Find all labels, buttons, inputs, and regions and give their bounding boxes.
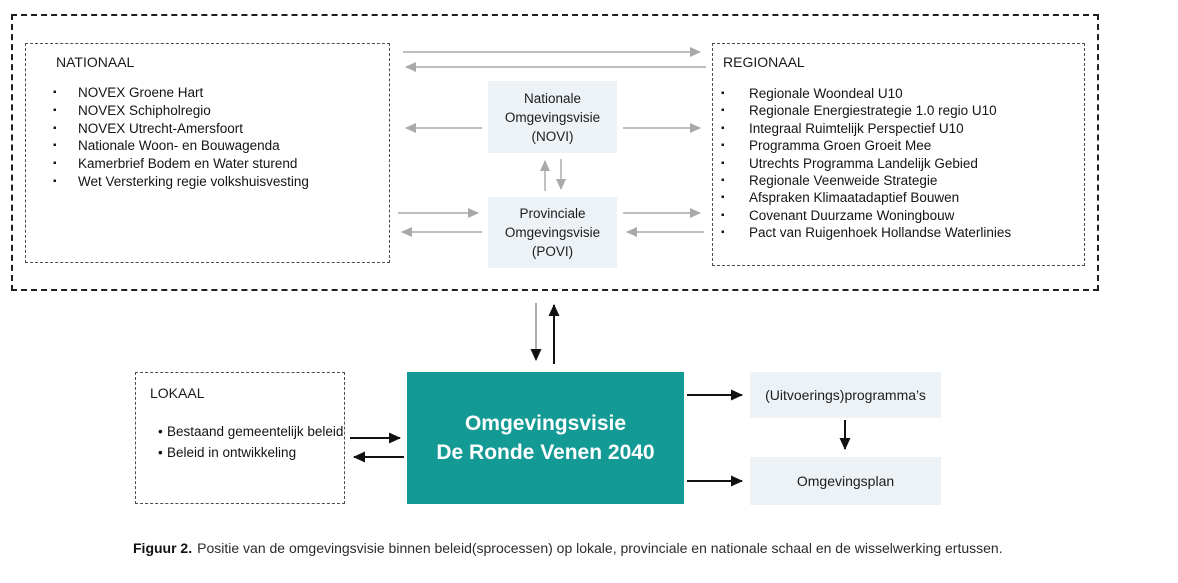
list-item: NOVEX Utrecht-Amersfoort bbox=[26, 120, 389, 138]
local-panel: LOKAAL Bestaand gemeentelijk beleid Bele… bbox=[135, 372, 345, 504]
novi-label: Nationale Omgevingsvisie (NOVI) bbox=[504, 90, 601, 144]
list-item: Nationale Woon- en Bouwagenda bbox=[26, 137, 389, 155]
national-list: NOVEX Groene Hart NOVEX Schipholregio NO… bbox=[26, 84, 389, 191]
list-item: NOVEX Schipholregio bbox=[26, 102, 389, 120]
vision-box: Omgevingsvisie De Ronde Venen 2040 bbox=[407, 372, 684, 504]
national-title: NATIONAAL bbox=[56, 54, 135, 70]
list-item: Regionale Woondeal U10 bbox=[713, 85, 1084, 103]
list-item: Afspraken Klimaatadaptief Bouwen bbox=[713, 189, 1084, 207]
list-item: Regionale Energiestrategie 1.0 regio U10 bbox=[713, 102, 1084, 120]
list-item: Bestaand gemeentelijk beleid bbox=[136, 422, 344, 443]
supralocal-frame bbox=[11, 14, 1099, 291]
list-item: Regionale Veenweide Strategie bbox=[713, 172, 1084, 190]
list-item: Pact van Ruigenhoek Hollandse Waterlinie… bbox=[713, 224, 1084, 242]
local-title: LOKAAL bbox=[150, 385, 205, 401]
figure-caption-number: Figuur 2. bbox=[133, 540, 193, 556]
figure-caption-text: Positie van de omgevingsvisie binnen bel… bbox=[197, 540, 1003, 556]
national-panel: NATIONAAL NOVEX Groene Hart NOVEX Schiph… bbox=[25, 43, 390, 263]
list-item: Kamerbrief Bodem en Water sturend bbox=[26, 155, 389, 173]
list-item: Integraal Ruimtelijk Perspectief U10 bbox=[713, 120, 1084, 138]
regional-panel: REGIONAAL Regionale Woondeal U10 Regiona… bbox=[712, 43, 1085, 266]
povi-label: Provinciale Omgevingsvisie (POVI) bbox=[504, 206, 601, 259]
list-item: NOVEX Groene Hart bbox=[26, 84, 389, 102]
list-item: Beleid in ontwikkeling bbox=[136, 443, 344, 464]
list-item: Covenant Duurzame Woningbouw bbox=[713, 207, 1084, 225]
programs-box: (Uitvoerings)programma’s bbox=[750, 372, 941, 418]
list-item: Programma Groen Groeit Mee bbox=[713, 137, 1084, 155]
programs-label: (Uitvoerings)programma’s bbox=[765, 387, 926, 403]
list-item: Wet Versterking regie volkshuisvesting bbox=[26, 173, 389, 191]
local-list: Bestaand gemeentelijk beleid Beleid in o… bbox=[136, 422, 344, 463]
plan-label: Omgevingsplan bbox=[796, 473, 895, 489]
vision-title: Omgevingsvisie De Ronde Venen 2040 bbox=[436, 412, 655, 464]
figure-caption: Figuur 2.Positie van de omgevingsvisie b… bbox=[133, 540, 1003, 556]
novi-box: Nationale Omgevingsvisie (NOVI) bbox=[488, 81, 617, 153]
regional-title: REGIONAAL bbox=[723, 54, 805, 70]
list-item: Utrechts Programma Landelijk Gebied bbox=[713, 155, 1084, 173]
regional-list: Regionale Woondeal U10 Regionale Energie… bbox=[713, 85, 1084, 242]
plan-box: Omgevingsplan bbox=[750, 457, 941, 505]
povi-box: Provinciale Omgevingsvisie (POVI) bbox=[488, 197, 617, 268]
